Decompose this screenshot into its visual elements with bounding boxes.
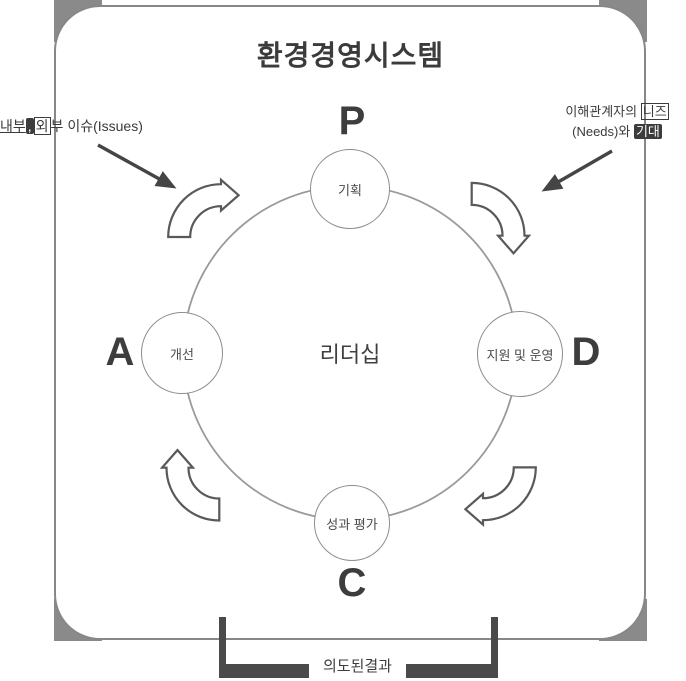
needs-arrow (541, 149, 613, 192)
pdca-letter-c: C (337, 561, 367, 605)
intended-results-bracket-left (219, 617, 226, 678)
issues-annotation-part2: , (25, 118, 34, 134)
node-act-label: 개선 (170, 346, 194, 362)
needs-annotation-line2: (Needs)와 기대 (550, 122, 684, 142)
needs-annotation-line2-highlight: 기대 (633, 124, 662, 139)
intended-results-label: 의도된결과 (322, 658, 392, 675)
intended-results-bracket-bar-left (219, 664, 309, 678)
needs-annotation: 이해관계자의 니즈 (Needs)와 기대 (550, 102, 684, 142)
cycle-arrow-d-to-c (464, 466, 537, 526)
node-do-label: 지원 및 운영 (486, 347, 554, 363)
needs-annotation-line1-text: 이해관계자의 (565, 104, 638, 119)
cycle-arrow-p-to-d (470, 181, 531, 255)
cycle-arrow-c-to-a (161, 449, 221, 522)
intended-results-bracket-bar-right (406, 664, 498, 678)
needs-annotation-line1: 이해관계자의 니즈 (550, 102, 684, 122)
page-title: 환경경영시스템 (256, 40, 445, 71)
pdca-letter-a: A (105, 330, 135, 374)
node-plan-label: 기획 (338, 182, 362, 198)
node-check-circle: 성과 평가 (314, 485, 390, 561)
needs-annotation-line2-text: (Needs)와 (572, 124, 631, 139)
intended-results-bracket-right (491, 617, 498, 678)
issues-annotation-part1: 내부 (0, 118, 26, 134)
node-check-label: 성과 평가 (326, 516, 378, 532)
node-act-circle: 개선 (141, 312, 223, 394)
issues-annotation-part4: 부 이슈(Issues) (50, 118, 143, 134)
needs-annotation-line1-highlight: 니즈 (640, 103, 669, 120)
node-do-circle: 지원 및 운영 (477, 311, 563, 397)
leadership-label: 리더십 (319, 342, 381, 367)
pdca-letter-d: D (571, 330, 601, 374)
node-plan-circle: 기획 (310, 149, 390, 229)
pdca-letter-p: P (338, 99, 366, 143)
issues-arrow (97, 143, 177, 189)
issues-annotation-part3: 외 (33, 117, 51, 135)
cycle-arrow-a-to-p (167, 178, 240, 239)
